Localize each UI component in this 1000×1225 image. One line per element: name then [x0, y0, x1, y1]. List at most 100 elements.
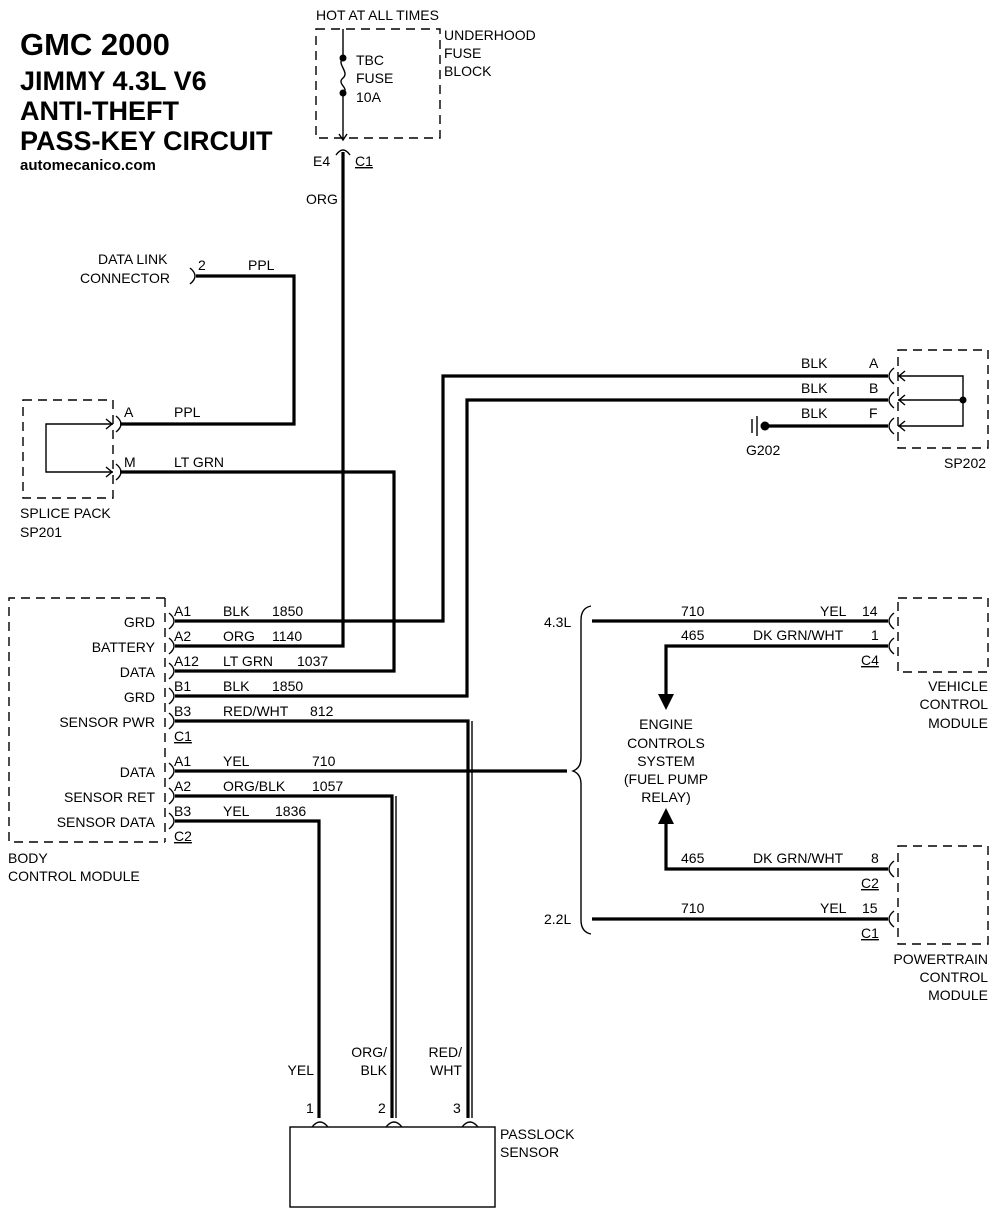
svg-text:CONTROLS: CONTROLS	[627, 735, 705, 751]
svg-text:DK GRN/WHT: DK GRN/WHT	[753, 850, 844, 866]
svg-text:A12: A12	[174, 653, 199, 669]
passlock-pin-2: 2	[378, 1100, 386, 1116]
svg-text:YEL: YEL	[223, 803, 250, 819]
passlock-wire-3-color-1: RED/	[429, 1044, 463, 1060]
svg-text:812: 812	[310, 703, 334, 719]
bcm-terminal-grd-b1: GRD B1 BLK 1850	[124, 678, 303, 705]
wire-red-wht-sensor-pwr	[175, 719, 470, 1118]
svg-text:710: 710	[312, 753, 336, 769]
ground-g202-label: G202	[746, 442, 780, 458]
wire-org-blk-sensor-ret	[175, 794, 394, 1118]
bcm-terminal-sensor-data-b3: SENSOR DATA B3 YEL 1836	[57, 803, 307, 830]
wire-dk-grn-wht-pcm	[664, 822, 888, 871]
svg-text:SENSOR DATA: SENSOR DATA	[57, 814, 156, 830]
wire-lt-grn	[120, 470, 396, 673]
bcm-name-2: CONTROL MODULE	[8, 868, 140, 884]
svg-text:CONTROL: CONTROL	[920, 696, 989, 712]
pcm-outline	[897, 845, 989, 945]
svg-text:1140: 1140	[272, 628, 302, 644]
fuse-wire-color: ORG	[306, 191, 338, 207]
svg-text:1: 1	[871, 627, 879, 643]
engine-option-brace: 4.3L 2.2L	[544, 605, 592, 935]
pcm-connector-c2: C2	[861, 875, 879, 891]
title-line-1: GMC 2000	[20, 27, 170, 62]
vehicle-control-module: 710 YEL 14 465 DK GRN/WHT 1 C4 VEHICLE C…	[681, 597, 989, 731]
sp202-wire-a-color: BLK	[801, 355, 828, 371]
engine-option-4-3l: 4.3L	[544, 614, 571, 630]
svg-text:MODULE: MODULE	[928, 987, 988, 1003]
bcm-terminal-sensor-ret-a2: SENSOR RET A2 ORG/BLK 1057	[64, 778, 343, 805]
fuse-name-1: TBC	[356, 52, 384, 68]
passlock-sensor-name-1: PASSLOCK	[500, 1126, 575, 1142]
sp202-name: SP202	[944, 455, 986, 471]
bcm-terminal-battery-a2: BATTERY A2 ORG 1140	[92, 628, 303, 655]
bcm-outline	[8, 597, 165, 843]
passlock-pin-3: 3	[453, 1100, 461, 1116]
sp201-name-1: SPLICE PACK	[20, 505, 111, 521]
svg-text:ENGINE: ENGINE	[639, 716, 693, 732]
wire-yel-sensor-data	[175, 819, 321, 1118]
svg-text:1057: 1057	[312, 778, 343, 794]
wire-blk-b1	[175, 398, 888, 698]
arrow-down-icon	[658, 694, 674, 710]
site-label: automecanico.com	[20, 157, 156, 174]
sp201-pin-m: M	[124, 454, 136, 470]
vcm-outline	[897, 597, 989, 673]
sp201-pin-a-symbol	[115, 415, 122, 433]
sp201-pin-a-color: PPL	[174, 404, 201, 420]
svg-text:SENSOR RET: SENSOR RET	[64, 789, 155, 805]
sp201-jumper	[45, 423, 113, 473]
fuse-rating: 10A	[356, 89, 382, 105]
body-control-module: BODY CONTROL MODULE GRD A1 BLK 1850 BATT…	[8, 597, 343, 884]
svg-text:710: 710	[681, 603, 705, 619]
bcm-terminal-data-a1: DATA A1 YEL 710	[120, 753, 336, 780]
splice-pack-sp202: SP202 BLK A BLK B BLK F	[801, 349, 989, 471]
svg-text:15: 15	[862, 900, 878, 916]
svg-text:(FUEL PUMP: (FUEL PUMP	[624, 771, 708, 787]
svg-text:MODULE: MODULE	[928, 715, 988, 731]
svg-text:BATTERY: BATTERY	[92, 639, 156, 655]
svg-text:710: 710	[681, 900, 705, 916]
vcm-connector-c4: C4	[861, 652, 879, 668]
svg-text:SYSTEM: SYSTEM	[637, 753, 695, 769]
diagram-title: GMC 2000 JIMMY 4.3L V6 ANTI-THEFT PASS-K…	[20, 27, 273, 174]
fuse-name-2: FUSE	[356, 70, 393, 86]
sp202-pin-f: F	[869, 405, 878, 421]
passlock-sensor: PASSLOCK SENSOR 1 2 3 YEL ORG/ BLK RED/ …	[288, 1044, 575, 1208]
dlc-wire-color: PPL	[248, 257, 275, 273]
sp201-pin-m-color: LT GRN	[174, 454, 224, 470]
engine-controls-system: ENGINE CONTROLS SYSTEM (FUEL PUMP RELAY)	[624, 716, 708, 805]
svg-text:14: 14	[862, 603, 878, 619]
svg-text:LT GRN: LT GRN	[223, 653, 273, 669]
fuse-block-name-1: UNDERHOOD	[444, 27, 536, 43]
underhood-fuse-block: HOT AT ALL TIMES UNDERHOOD FUSE BLOCK TB…	[306, 7, 536, 207]
wire-blk-a1	[175, 374, 888, 623]
hot-at-all-times-label: HOT AT ALL TIMES	[316, 7, 439, 23]
sp202-wire-b-color: BLK	[801, 380, 828, 396]
svg-text:465: 465	[681, 850, 705, 866]
svg-text:RELAY): RELAY)	[641, 789, 691, 805]
pcm-connector-c1: C1	[861, 925, 879, 941]
bcm-connector-c2: C2	[174, 828, 192, 844]
svg-text:BLK: BLK	[223, 678, 250, 694]
svg-text:ORG/BLK: ORG/BLK	[223, 778, 286, 794]
passlock-sensor-body	[289, 1126, 496, 1208]
svg-text:A2: A2	[174, 778, 191, 794]
bcm-terminal-sensor-pwr-b3: SENSOR PWR B3 RED/WHT 812	[59, 703, 333, 730]
svg-text:DATA: DATA	[120, 664, 156, 680]
svg-text:YEL: YEL	[820, 603, 847, 619]
title-line-2: JIMMY 4.3L V6	[20, 66, 207, 96]
passlock-wire-3-color-2: WHT	[430, 1062, 462, 1078]
passlock-sensor-name-2: SENSOR	[500, 1144, 559, 1160]
bcm-connector-c1: C1	[174, 728, 192, 744]
svg-text:465: 465	[681, 627, 705, 643]
bcm-terminal-grd-a1: GRD A1 BLK 1850	[124, 603, 303, 630]
svg-text:YEL: YEL	[820, 900, 847, 916]
svg-text:CONTROL: CONTROL	[920, 969, 989, 985]
wire-org-battery	[175, 152, 345, 648]
dlc-connector-symbol	[189, 267, 196, 285]
sp201-pin-a: A	[124, 404, 134, 420]
fuse-block-name-2: FUSE	[444, 45, 481, 61]
svg-text:A1: A1	[174, 753, 191, 769]
